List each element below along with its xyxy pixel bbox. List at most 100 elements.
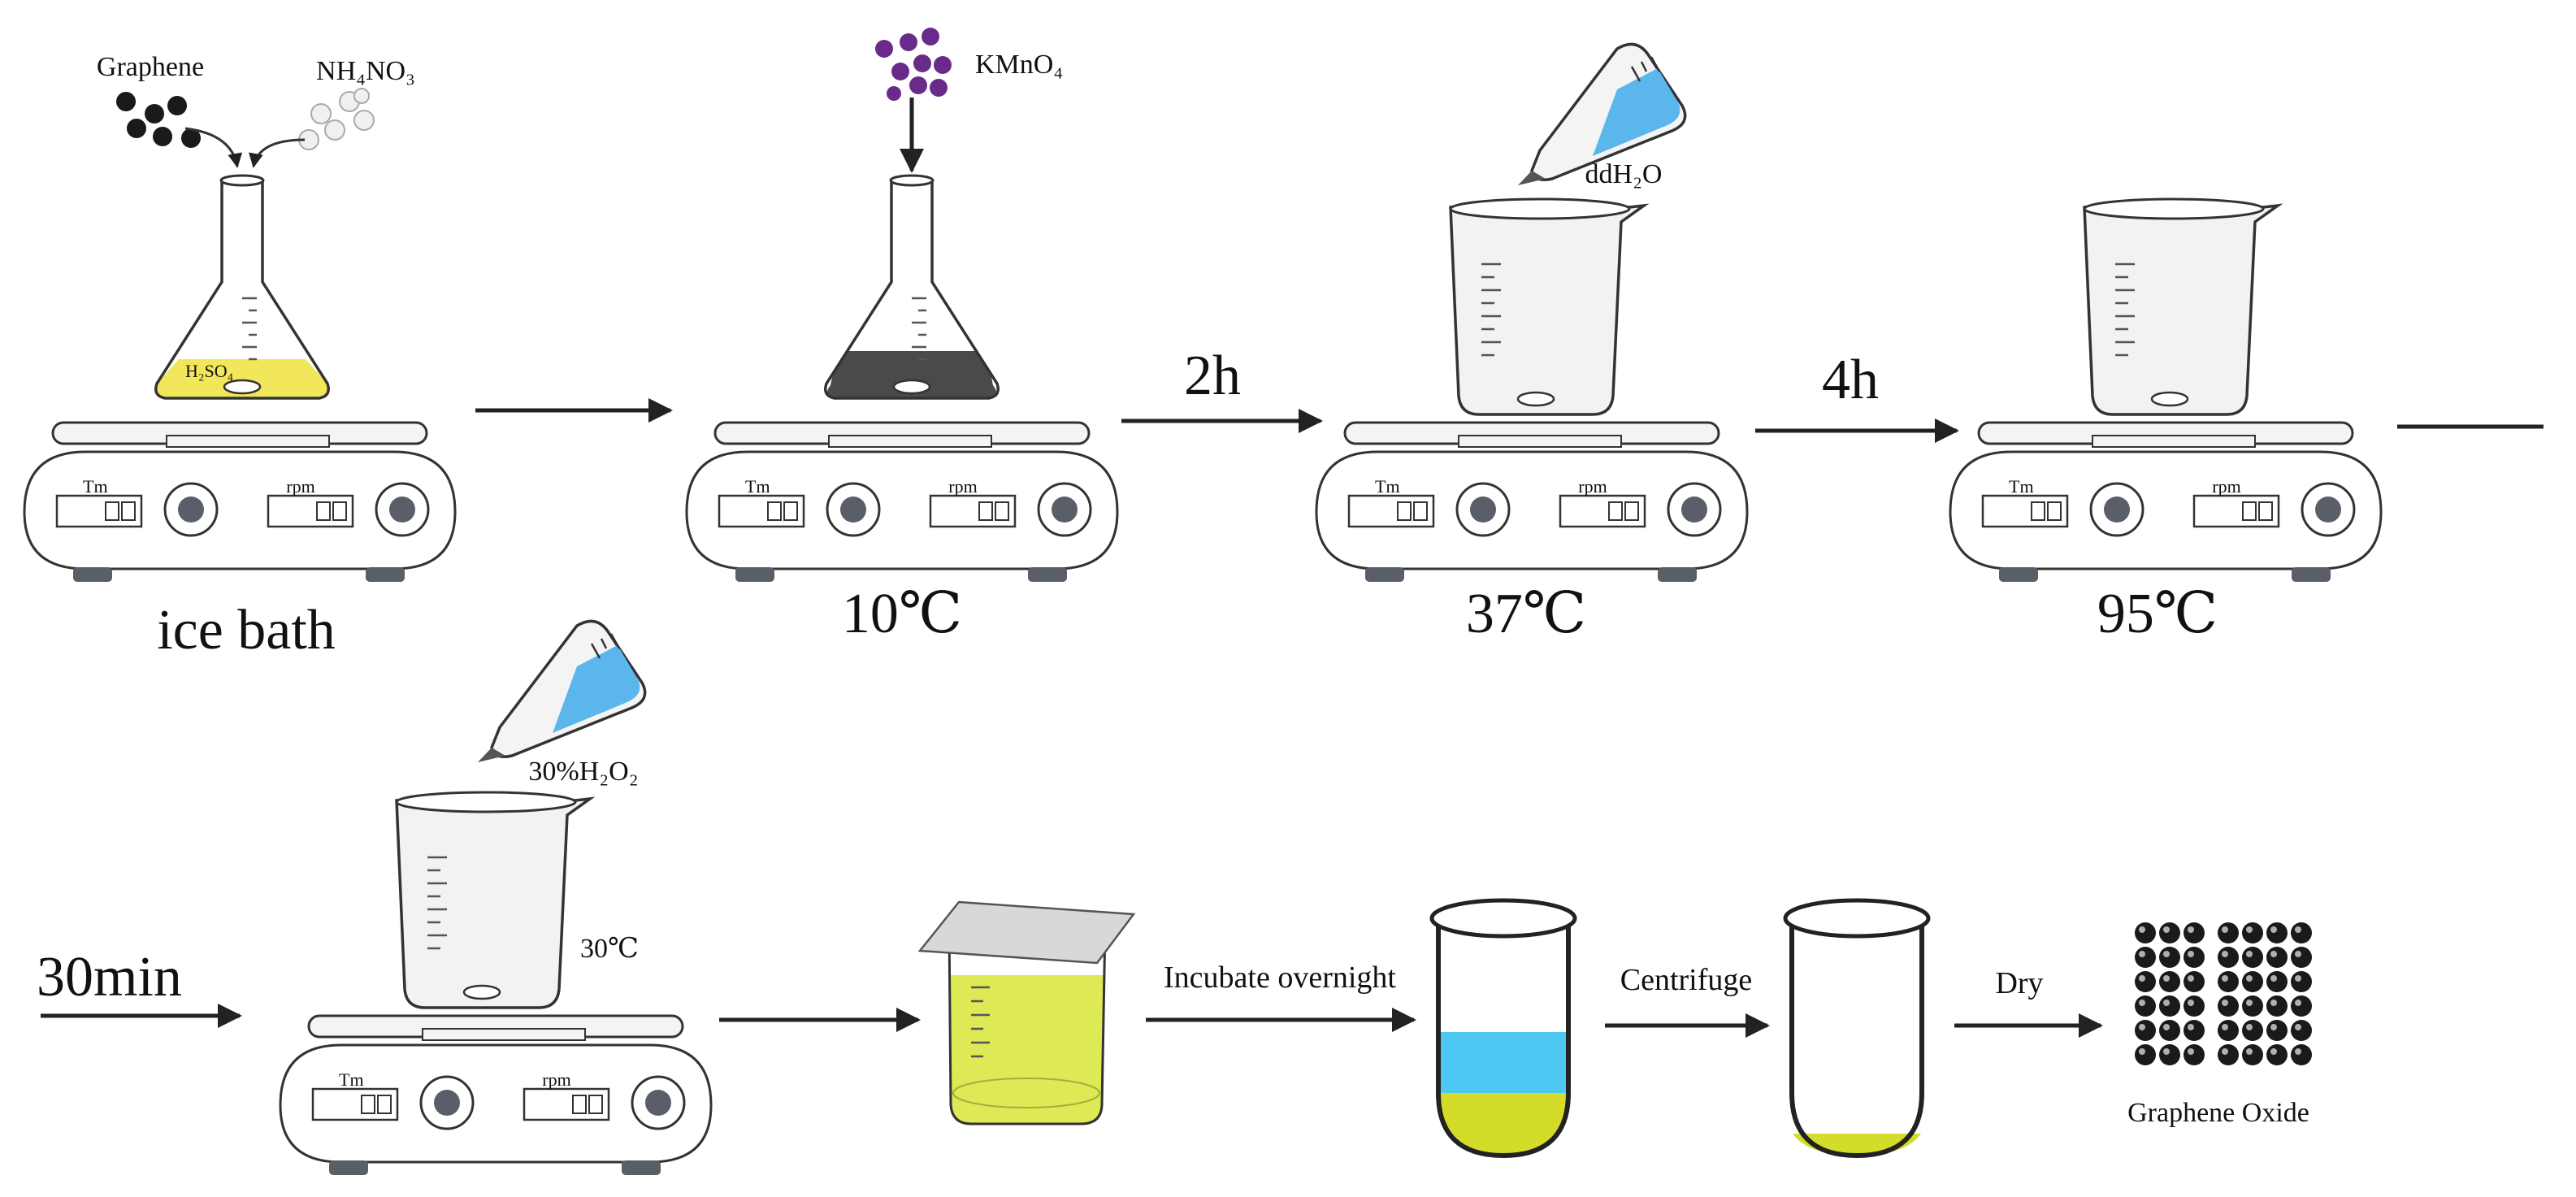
h2so4-label: H₂SO₄ (185, 361, 233, 381)
graphene-oxide-particle (2135, 1020, 2156, 1041)
graphene-oxide-particle (2135, 922, 2156, 943)
h2o2-label: 30%H₂O₂ (528, 757, 638, 787)
graphene-oxide-particle (2135, 947, 2156, 968)
step-incubate: Incubate overnight (1164, 961, 1396, 995)
condition-30c: 30℃ (580, 934, 639, 964)
graphene-oxide-particle (2218, 995, 2239, 1017)
stirrer-hotplate-3: Tm rpm (1315, 421, 1749, 583)
duration-4h: 4h (1822, 349, 1879, 411)
step-centrifuge: Centrifuge (1620, 963, 1753, 997)
graphene-oxide-particle (2218, 1020, 2239, 1041)
rpm-label: rpm (948, 476, 977, 497)
sediment-layer (1438, 1093, 1568, 1156)
beaker-37c (1449, 197, 1646, 416)
tm-label: Tm (83, 476, 108, 497)
tube-pellet (1783, 898, 1931, 1159)
graphene-oxide-particle (2242, 995, 2263, 1017)
ddh2o-label: ddH₂O (1585, 159, 1663, 189)
condition-10c: 10℃ (842, 583, 962, 645)
graphene-oxide-particle (2266, 947, 2288, 968)
graphene-oxide-particle (2218, 971, 2239, 992)
graphene-oxide-particle (2184, 1044, 2205, 1065)
stir-bar-icon (462, 984, 501, 1000)
reactant-kmno4: KMnO₄ (875, 28, 1063, 101)
tm-label: Tm (2009, 476, 2034, 497)
graphene-oxide-particle (2291, 1020, 2312, 1041)
rpm-label: rpm (542, 1069, 570, 1090)
graphene-oxide-particle (2242, 1020, 2263, 1041)
graphene-oxide-particle (2291, 971, 2312, 992)
graphene-oxide-particle (2159, 922, 2180, 943)
graphene-particles-icon (116, 92, 201, 148)
condition-37c: 37℃ (1466, 583, 1586, 645)
graphene-arrow (184, 127, 243, 168)
stir-bar-icon (892, 379, 931, 395)
graphene-oxide-particle (2266, 1020, 2288, 1041)
tm-label: Tm (745, 476, 770, 497)
graphene-label: Graphene (97, 52, 204, 82)
cover-sheet-icon (917, 900, 1136, 965)
h2so4-liquid (155, 359, 329, 398)
graphene-oxide-particle (2242, 947, 2263, 968)
graphene-oxide-particle (2184, 971, 2205, 992)
graphene-oxide-particle (2184, 922, 2205, 943)
graphene-oxide-particle (2291, 922, 2312, 943)
kmno4-particles-icon (875, 28, 952, 101)
tube-layered (1429, 898, 1577, 1159)
condition-95c: 95℃ (2097, 583, 2218, 645)
nh4no3-particles-icon (298, 88, 375, 150)
kmno4-label: KMnO₄ (975, 50, 1063, 80)
graphene-oxide-particle (2218, 922, 2239, 943)
condition-ice-bath: ice bath (157, 599, 336, 661)
rpm-label: rpm (2212, 476, 2240, 497)
reactant-graphene: Graphene (97, 52, 204, 148)
graphene-oxide-particle (2242, 971, 2263, 992)
stirrer-hotplate-4: Tm rpm (1949, 421, 2383, 583)
graphene-oxide-particle (2184, 947, 2205, 968)
graphene-oxide-particle (2266, 971, 2288, 992)
graphene-oxide-particle (2266, 922, 2288, 943)
graphene-oxide-particle (2159, 947, 2180, 968)
graphene-oxide-particle (2159, 971, 2180, 992)
nh4no3-label: NH₄NO₃ (316, 56, 415, 86)
nh4no3-arrow (249, 138, 306, 168)
dark-mixture-liquid (827, 351, 996, 398)
rpm-label: rpm (1578, 476, 1607, 497)
stir-bar-icon (223, 379, 262, 395)
graphene-oxide-particle (2159, 995, 2180, 1017)
graphene-oxide-particle (2242, 1044, 2263, 1065)
wash-bottle-h2o2 (476, 619, 647, 764)
graphene-oxide-particle (2135, 971, 2156, 992)
covered-beaker (917, 900, 1136, 1125)
graphene-oxide-particle (2218, 1044, 2239, 1065)
graphene-oxide-particle (2291, 1044, 2312, 1065)
stirrer-hotplate-1: Tm rpm (23, 421, 457, 583)
duration-2h: 2h (1184, 345, 1241, 407)
erlenmeyer-flask-2 (824, 174, 1000, 400)
tm-label: Tm (339, 1069, 364, 1090)
graphene-oxide-particle (2135, 995, 2156, 1017)
graphene-oxide-particles-icon (2135, 922, 2312, 1065)
graphene-oxide-label: Graphene Oxide (2127, 1098, 2309, 1128)
reactant-nh4no3: NH₄NO₃ (298, 56, 415, 150)
graphene-oxide-particle (2159, 1020, 2180, 1041)
graphene-oxide-particle (2184, 1020, 2205, 1041)
stirrer-hotplate-2: Tm rpm (685, 421, 1119, 583)
duration-30min: 30min (37, 946, 182, 1008)
step-dry: Dry (1995, 966, 2043, 1000)
graphene-oxide-particle (2159, 1044, 2180, 1065)
graphene-oxide-particle (2135, 1044, 2156, 1065)
graphene-oxide-particle (2291, 947, 2312, 968)
graphene-oxide-particle (2266, 1044, 2288, 1065)
graphene-oxide-particle (2184, 995, 2205, 1017)
erlenmeyer-flask-1: H₂SO₄ (154, 174, 330, 400)
graphene-oxide-particle (2266, 995, 2288, 1017)
beaker-95c (2083, 197, 2279, 416)
stir-bar-icon (2150, 391, 2189, 407)
rpm-label: rpm (286, 476, 314, 497)
tm-label: Tm (1375, 476, 1400, 497)
yellow-solution (951, 975, 1105, 1124)
stir-bar-icon (1516, 391, 1555, 407)
beaker-30c (395, 791, 592, 1009)
